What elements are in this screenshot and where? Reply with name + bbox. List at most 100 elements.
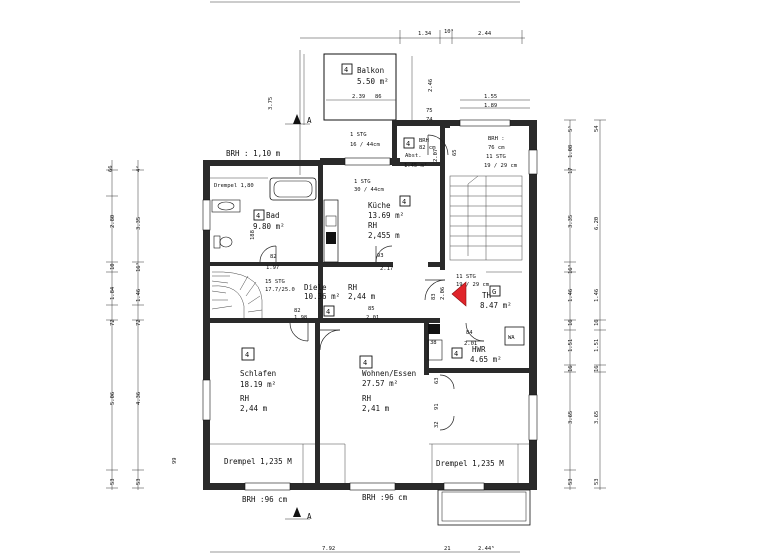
svg-text:30 / 44cm: 30 / 44cm	[354, 187, 384, 193]
svg-text:66: 66	[108, 165, 114, 172]
svg-text:53: 53	[110, 478, 116, 485]
svg-text:18.19 m²: 18.19 m²	[240, 380, 276, 389]
svg-text:16 / 44cm: 16 / 44cm	[350, 142, 380, 148]
room-balkon: 4 Balkon 5.50 m² 2.39 86	[341, 63, 389, 100]
brh-bottom-left: BRH :96 cm	[242, 495, 288, 504]
utility-sink-icon	[427, 324, 443, 361]
svg-text:Drempel 1,235 M: Drempel 1,235 M	[224, 457, 292, 466]
svg-text:1.97: 1.97	[266, 265, 279, 271]
room-th: 11 STG 19 / 29 cm G TH 8.47 m² 83 2.06	[431, 274, 512, 310]
svg-text:Diele: Diele	[304, 283, 327, 292]
svg-text:16: 16	[594, 319, 600, 326]
svg-text:1.45 m²: 1.45 m²	[404, 162, 427, 169]
svg-text:19 / 29 cm: 19 / 29 cm	[484, 163, 518, 169]
toilet-icon	[213, 235, 233, 249]
svg-text:2,41 m: 2,41 m	[362, 404, 390, 413]
svg-text:4: 4	[256, 212, 260, 220]
svg-text:2.39: 2.39	[352, 94, 365, 100]
svg-text:BRH :: BRH :	[488, 136, 505, 142]
windows	[202, 119, 538, 491]
section-marker-top: A	[307, 116, 312, 125]
svg-text:3.65: 3.65	[568, 411, 574, 424]
svg-text:5⁵: 5⁵	[567, 125, 574, 132]
svg-text:1.98: 1.98	[294, 315, 307, 321]
svg-text:13.69 m²: 13.69 m²	[368, 211, 404, 220]
svg-text:17: 17	[568, 167, 574, 174]
svg-text:82 cm: 82 cm	[419, 145, 436, 151]
svg-text:1 STG: 1 STG	[354, 179, 371, 185]
svg-text:2,44 m: 2,44 m	[240, 404, 268, 413]
drempel-lines	[210, 177, 529, 483]
svg-text:4: 4	[402, 198, 406, 206]
svg-text:Küche: Küche	[368, 201, 391, 210]
svg-text:1.34: 1.34	[418, 31, 432, 37]
svg-text:16: 16	[568, 319, 574, 326]
svg-text:19 / 29 cm: 19 / 29 cm	[456, 282, 490, 288]
svg-text:2.46: 2.46	[428, 79, 434, 92]
svg-text:84: 84	[466, 330, 473, 336]
svg-text:16⁵: 16⁵	[135, 262, 142, 272]
svg-text:Drempel 1,235 M: Drempel 1,235 M	[436, 459, 504, 468]
svg-text:8.47 m²: 8.47 m²	[480, 301, 512, 310]
svg-text:1.89: 1.89	[484, 103, 497, 109]
section-marker-bottom: A	[307, 512, 312, 521]
dimension-lines	[106, 1, 606, 553]
svg-text:2.44⁵: 2.44⁵	[478, 545, 495, 552]
svg-text:16: 16	[568, 365, 574, 372]
svg-text:82: 82	[270, 254, 277, 260]
svg-text:1.84: 1.84	[110, 286, 116, 300]
svg-text:15 STG: 15 STG	[265, 279, 285, 285]
svg-text:4: 4	[454, 350, 458, 358]
svg-text:82: 82	[294, 308, 301, 314]
balkon-area	[303, 53, 413, 125]
svg-text:16: 16	[594, 365, 600, 372]
svg-text:188: 188	[250, 230, 256, 240]
brh-left-label: BRH : 1,10 m	[226, 149, 281, 158]
svg-text:6.20: 6.20	[594, 217, 600, 230]
svg-text:1.55: 1.55	[484, 94, 497, 100]
svg-text:10⁵: 10⁵	[444, 28, 454, 35]
svg-text:RH: RH	[362, 394, 372, 403]
svg-text:53: 53	[594, 478, 600, 485]
svg-text:65: 65	[452, 149, 458, 156]
svg-text:1.46: 1.46	[568, 289, 574, 302]
svg-text:91: 91	[434, 403, 440, 410]
svg-text:1 STG: 1 STG	[350, 132, 367, 138]
svg-text:5.50 m²: 5.50 m²	[357, 77, 389, 86]
svg-text:3.35: 3.35	[136, 217, 142, 230]
bathtub-icon	[269, 177, 317, 201]
svg-text:86: 86	[375, 94, 382, 100]
svg-text:1.51: 1.51	[568, 339, 574, 352]
svg-text:Bad: Bad	[266, 211, 280, 220]
svg-text:75: 75	[426, 108, 433, 114]
room-wohnen: 4 Wohnen/Essen 27.57 m² RH 2,41 m Drempe…	[359, 355, 504, 468]
stair-note-top: 1 STG 16 / 44cm 1 STG 30 / 44cm	[350, 132, 384, 193]
room-kueche: 4 Küche 13.69 m² RH 2,455 m 93 2.17	[368, 195, 411, 272]
svg-text:1.08: 1.08	[568, 145, 574, 158]
svg-text:2.80: 2.80	[110, 215, 116, 228]
svg-text:2.44: 2.44	[478, 31, 492, 37]
svg-text:72: 72	[110, 319, 116, 326]
svg-text:53: 53	[568, 478, 574, 485]
svg-text:85: 85	[368, 306, 375, 312]
svg-text:Abst.: Abst.	[405, 153, 422, 159]
svg-text:Schlafen: Schlafen	[240, 369, 276, 378]
lower-balcony-inner	[441, 491, 527, 522]
svg-text:4.36: 4.36	[136, 392, 142, 405]
washbasin-icon	[211, 199, 241, 213]
svg-text:72: 72	[136, 319, 142, 326]
svg-text:9.80 m²: 9.80 m²	[253, 222, 285, 231]
svg-text:4: 4	[245, 351, 249, 359]
svg-text:G: G	[492, 288, 496, 296]
svg-text:63: 63	[434, 377, 440, 384]
svg-text:2.01: 2.01	[366, 315, 379, 321]
room-bad: 4 Bad 9.80 m² 188 82 1.97	[250, 209, 285, 271]
svg-text:BRH: BRH	[419, 138, 429, 144]
svg-text:93: 93	[377, 253, 384, 259]
lower-balcony	[437, 489, 531, 526]
room-schlafen: 4 Schlafen 18.19 m² RH 2,44 m Drempel 1,…	[224, 347, 292, 466]
room-diele: 15 STG 17.7/25.0 Diele RH 10.36 m² 2,44 …	[265, 279, 379, 321]
svg-text:99: 99	[172, 457, 178, 464]
svg-text:RH: RH	[348, 283, 358, 292]
